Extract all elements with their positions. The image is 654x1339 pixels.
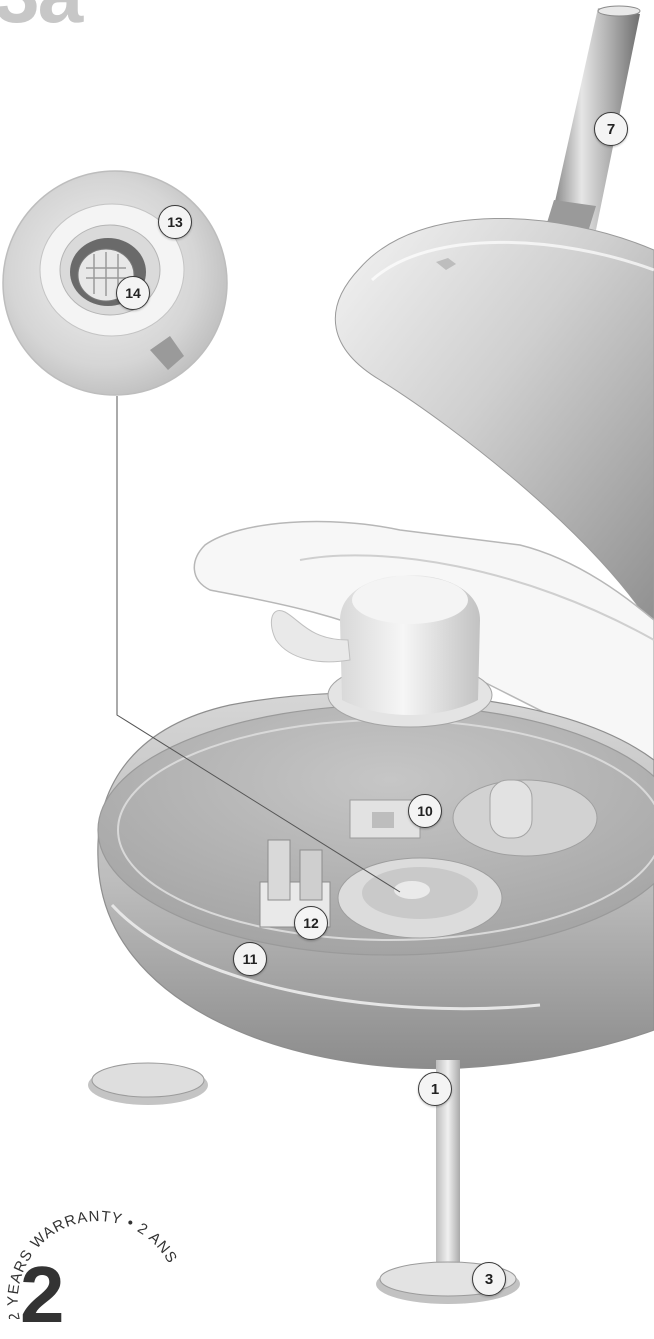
callout-13: 13: [158, 205, 192, 239]
tube-part: [546, 6, 640, 232]
callout-14: 14: [116, 276, 150, 310]
callout-11: 11: [233, 942, 267, 976]
callout-1: 1: [418, 1072, 452, 1106]
callout-3: 3: [472, 1262, 506, 1296]
callout-12: 12: [294, 906, 328, 940]
zoom-detail-circle: [3, 171, 227, 395]
callout-7: 7: [594, 112, 628, 146]
foot-left-part: [88, 1063, 208, 1105]
base-bowl-part: [98, 693, 654, 1069]
warranty-digit: 2: [20, 1255, 65, 1335]
callout-10: 10: [408, 794, 442, 828]
